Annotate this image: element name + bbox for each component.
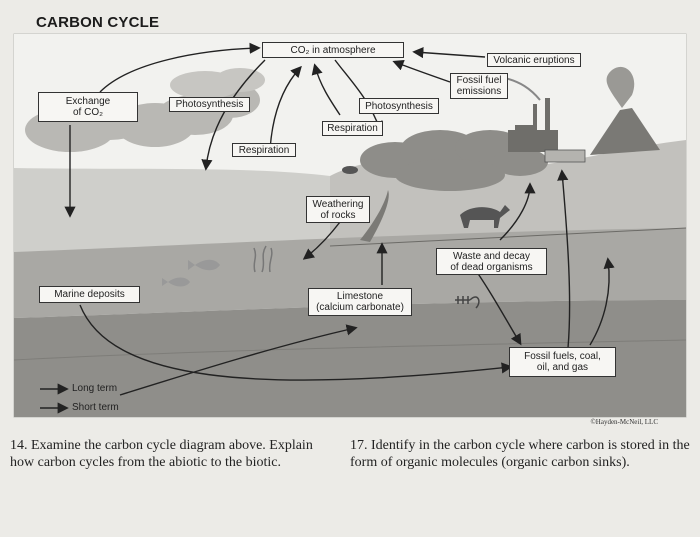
label-fossil-fuel-emissions: Fossil fuel emissions <box>450 73 508 99</box>
label-waste-and-decay: Waste and decay of dead organisms <box>436 248 547 275</box>
label-photosynthesis-land: Photosynthesis <box>359 98 439 114</box>
label-limestone: Limestone (calcium carbonate) <box>308 288 412 316</box>
small-animal <box>342 166 358 174</box>
question-14-number: 14. <box>10 438 28 453</box>
question-14: 14. Examine the carbon cycle diagram abo… <box>10 437 332 471</box>
label-respiration-land: Respiration <box>322 121 383 136</box>
question-17-text: Identify in the carbon cycle where carbo… <box>350 438 690 470</box>
label-co2-atmosphere: CO₂ in atmosphere <box>262 42 404 58</box>
label-respiration-ocean: Respiration <box>232 143 296 157</box>
label-marine-deposits: Marine deposits <box>39 286 140 303</box>
legend-long-term: Long term <box>72 383 117 394</box>
label-fossil-fuels: Fossil fuels, coal, oil, and gas <box>509 347 616 377</box>
label-photosynthesis-ocean: Photosynthesis <box>169 97 250 112</box>
legend-short-term: Short term <box>72 402 119 413</box>
label-volcanic-eruptions: Volcanic eruptions <box>487 53 581 67</box>
ocean <box>14 168 330 252</box>
label-weathering-of-rocks: Weathering of rocks <box>306 196 370 223</box>
label-exchange-co2: Exchange of CO₂ <box>38 92 138 122</box>
truck <box>545 150 585 162</box>
copyright-credit: ©Hayden-McNeil, LLC <box>590 418 658 426</box>
question-17-number: 17. <box>350 438 368 453</box>
question-14-text: Examine the carbon cycle diagram above. … <box>10 438 313 470</box>
question-17: 17. Identify in the carbon cycle where c… <box>350 437 690 471</box>
